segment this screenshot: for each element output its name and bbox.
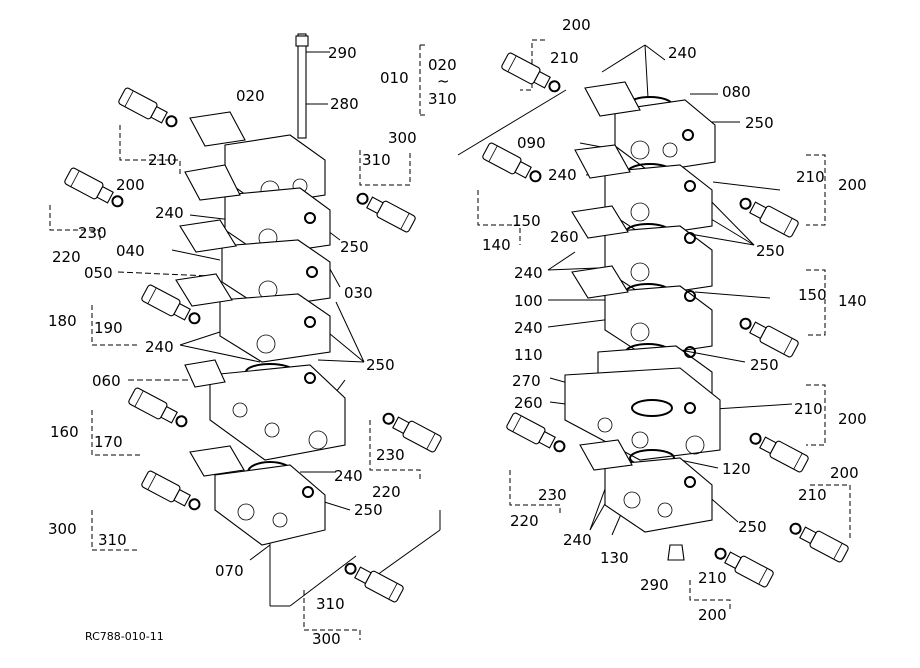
part-label: 220 bbox=[510, 512, 539, 530]
part-label: 150 bbox=[798, 286, 827, 304]
part-label: 100 bbox=[514, 292, 543, 310]
part-label: 240 bbox=[155, 204, 184, 222]
part-label: 240 bbox=[334, 467, 363, 485]
part-label: 310 bbox=[316, 595, 345, 613]
part-label: 230 bbox=[376, 446, 405, 464]
part-label: 250 bbox=[756, 242, 785, 260]
part-label: 310 bbox=[362, 151, 391, 169]
part-label: 140 bbox=[482, 236, 511, 254]
part-label: 210 bbox=[148, 151, 177, 169]
part-label: 240 bbox=[145, 338, 174, 356]
part-label: 050 bbox=[84, 264, 113, 282]
drawing-code: RC788-010-11 bbox=[85, 630, 164, 643]
part-label: 230 bbox=[78, 224, 107, 242]
part-label: 210 bbox=[798, 486, 827, 504]
left-valve-stack bbox=[175, 33, 346, 546]
part-label: 210 bbox=[794, 400, 823, 418]
part-label: 170 bbox=[94, 433, 123, 451]
part-label: 250 bbox=[738, 518, 767, 536]
part-label: 230 bbox=[538, 486, 567, 504]
part-label: 260 bbox=[550, 228, 579, 246]
part-label: 310 bbox=[98, 531, 127, 549]
part-label: 200 bbox=[838, 176, 867, 194]
part-label: 180 bbox=[48, 312, 77, 330]
part-label: 030 bbox=[344, 284, 373, 302]
part-label: 200 bbox=[698, 606, 727, 624]
part-label: 010 bbox=[380, 69, 409, 87]
part-label: 250 bbox=[354, 501, 383, 519]
part-label: 160 bbox=[50, 423, 79, 441]
part-label: 210 bbox=[796, 168, 825, 186]
part-label: 070 bbox=[215, 562, 244, 580]
part-label: 240 bbox=[514, 264, 543, 282]
part-label: 240 bbox=[668, 44, 697, 62]
part-label: 290 bbox=[328, 44, 357, 62]
part-label: 140 bbox=[838, 292, 867, 310]
part-label: 210 bbox=[698, 569, 727, 587]
part-label: 260 bbox=[514, 394, 543, 412]
part-label: 210 bbox=[550, 49, 579, 67]
part-label: 040 bbox=[116, 242, 145, 260]
part-label: 200 bbox=[116, 176, 145, 194]
part-label: 020 bbox=[236, 87, 265, 105]
part-label: 300 bbox=[388, 129, 417, 147]
part-label: 250 bbox=[750, 356, 779, 374]
part-label: 250 bbox=[366, 356, 395, 374]
part-label: 220 bbox=[372, 483, 401, 501]
part-label: 250 bbox=[340, 238, 369, 256]
part-label: 220 bbox=[52, 248, 81, 266]
part-label: 110 bbox=[514, 346, 543, 364]
part-label: 120 bbox=[722, 460, 751, 478]
part-label: 130 bbox=[600, 549, 629, 567]
part-label: 310 bbox=[428, 90, 457, 108]
part-label: 290 bbox=[640, 576, 669, 594]
part-label: 150 bbox=[512, 212, 541, 230]
dashed-brackets bbox=[49, 39, 851, 640]
part-label: 240 bbox=[514, 319, 543, 337]
part-label: 200 bbox=[562, 16, 591, 34]
part-label: 240 bbox=[563, 531, 592, 549]
part-label: ~ bbox=[437, 72, 450, 90]
part-label: 020 bbox=[428, 56, 457, 74]
part-label: 270 bbox=[512, 372, 541, 390]
part-label: 060 bbox=[92, 372, 121, 390]
part-label: 240 bbox=[548, 166, 577, 184]
part-label: 300 bbox=[312, 630, 341, 648]
part-label: 250 bbox=[745, 114, 774, 132]
part-label: 280 bbox=[330, 95, 359, 113]
right-valve-stack bbox=[564, 81, 721, 561]
part-label: 080 bbox=[722, 83, 751, 101]
part-label: 190 bbox=[94, 319, 123, 337]
part-label: 200 bbox=[838, 410, 867, 428]
part-label: 200 bbox=[830, 464, 859, 482]
part-label: 300 bbox=[48, 520, 77, 538]
relief-valve-cartridges bbox=[64, 52, 849, 603]
part-label: 090 bbox=[517, 134, 546, 152]
